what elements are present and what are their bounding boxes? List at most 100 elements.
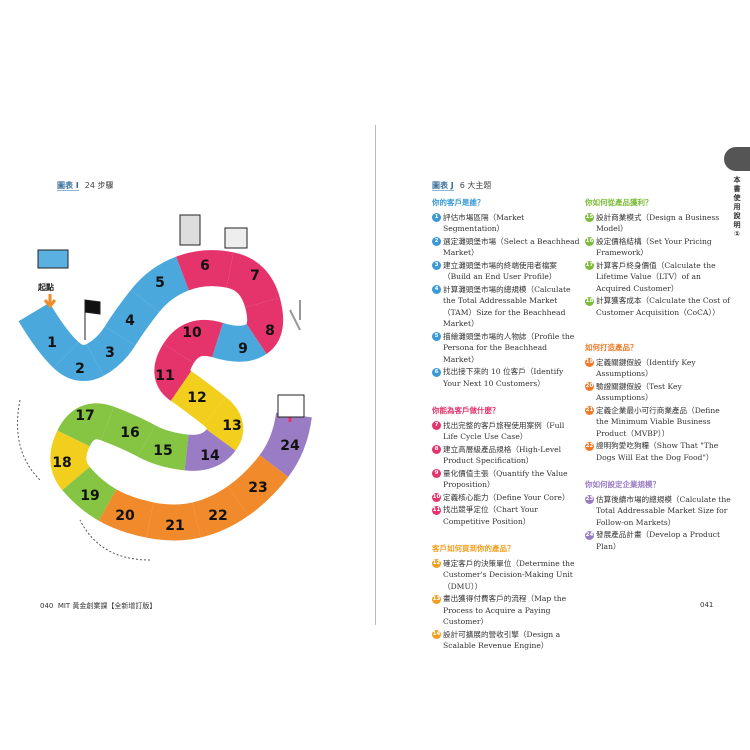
board-step-number: 20 [115, 508, 135, 524]
figure-caption-24-steps: 圖表 I 24 步驟 [57, 180, 114, 191]
step-text: 評估市場區隔（Market Segmentation） [443, 212, 525, 234]
step-text: 選定灘頭堡市場（Select a Beachhead Market） [443, 236, 580, 258]
newspaper-illustration [224, 227, 248, 249]
step-number-badge: 17 [585, 261, 594, 270]
side-tab [724, 147, 750, 171]
page-number-left: 040 [40, 602, 54, 610]
step-number-badge: 1 [432, 213, 441, 222]
board-step-13 [202, 396, 244, 451]
figure-tag: 圖表 I [57, 181, 79, 191]
theme-heading: 你如何從產品獲利？ [585, 198, 653, 207]
step-number-badge: 11 [432, 505, 441, 515]
left-footer: 040 MIT 黃金創業課【全新增訂版】 [40, 601, 156, 611]
step-text: 找出競爭定位（Chart Your Competitive Position） [443, 505, 538, 526]
board-step-number: 18 [52, 455, 71, 471]
board-step-4 [104, 289, 160, 346]
board-step-20 [98, 489, 154, 538]
step-number-badge: 14 [432, 630, 441, 639]
step-number-badge: 21 [585, 406, 594, 415]
step-text: 畫出獲得付費客戶的流程（Map the Process to Acquire a… [443, 594, 567, 626]
board-step-21 [146, 502, 201, 541]
robot-illustration [179, 214, 201, 246]
board-step-14 [184, 428, 236, 471]
theme-heading: 客戶如何買到你的產品？ [432, 544, 515, 553]
dashed-path [17, 399, 151, 561]
figure-title: 24 步驟 [84, 181, 114, 190]
step-text: 量化價值主張（Quantify the Value Proposition） [443, 468, 568, 490]
board-step-11 [154, 343, 195, 401]
board-step-10 [163, 319, 223, 365]
board-step-2 [53, 341, 104, 381]
board-step-12 [170, 371, 226, 426]
board-step-number: 15 [153, 443, 172, 459]
board-step-number: 14 [200, 448, 220, 464]
step-number-badge: 24 [585, 530, 594, 540]
step-number-badge: 23 [585, 495, 594, 504]
board-step-number: 23 [248, 480, 267, 496]
step-text: 描繪灘頭堡市場的人物誌（Profile the Persona for the … [443, 331, 575, 364]
board-step-number: 19 [80, 488, 99, 504]
step-number-badge: 16 [585, 237, 594, 246]
figure-title: 6 大主題 [459, 181, 492, 190]
step-number-badge: 9 [432, 469, 441, 478]
step-text: 計算客戶終身價值（Calculate the Lifetime Value（LT… [596, 260, 716, 293]
board-step-19 [62, 466, 117, 521]
board-game-illustration: 123456789101112131415161718192021222324 … [17, 214, 312, 561]
board-step-number: 8 [265, 323, 275, 339]
running-title: MIT 黃金創業課【全新增訂版】 [57, 602, 157, 610]
board-step-16 [101, 406, 156, 457]
figure-tag: 圖表 J [432, 181, 454, 191]
theme-heading: 你如何設定企業規模？ [585, 480, 660, 489]
step-number-badge: 10 [432, 493, 441, 502]
step-text: 確定客戶的決策單位（Determine the Customer's Decis… [443, 558, 575, 591]
board-step-1 [18, 302, 79, 369]
step-text: 驗證關鍵假設（Test Key Assumptions） [596, 381, 682, 403]
step-text: 找出接下來的 10 位客戶（Identify Your Next 10 Cust… [443, 367, 564, 388]
page-number-right: 041 [700, 601, 714, 609]
step-number-badge: 12 [432, 559, 441, 568]
step-number-badge: 20 [585, 382, 594, 391]
board-step-number: 3 [105, 345, 115, 361]
car-illustration [37, 249, 69, 269]
step-text: 定義企業最小可行商業產品（Define the Minimum Viable B… [596, 405, 720, 438]
step-number-badge: 4 [432, 285, 441, 294]
step-text: 證明狗愛吃狗糧（Show That "The Dogs Will Eat the… [596, 441, 719, 462]
start-label: 起點 [37, 282, 54, 292]
step-number-badge: 7 [432, 421, 441, 430]
theme-heading: 如何打造產品？ [585, 343, 638, 352]
board-step-number: 7 [250, 268, 260, 284]
step-text: 估算後續市場的總規模（Calculate the Total Addressab… [596, 494, 731, 527]
board-step-5 [130, 256, 190, 313]
board-step-9 [212, 322, 267, 362]
board-step-18 [50, 430, 91, 491]
step-text: 建立高層級產品規格（High-Level Product Specificati… [443, 444, 562, 466]
step-text: 發展產品計畫（Develop a Product Plan） [596, 530, 721, 551]
board-step-number: 12 [187, 390, 206, 406]
start-arrow-icon [43, 294, 57, 309]
board-step-number: 22 [208, 508, 227, 524]
side-tab-label: 本書使用說明① [733, 176, 741, 238]
board-step-number: 4 [125, 313, 135, 329]
